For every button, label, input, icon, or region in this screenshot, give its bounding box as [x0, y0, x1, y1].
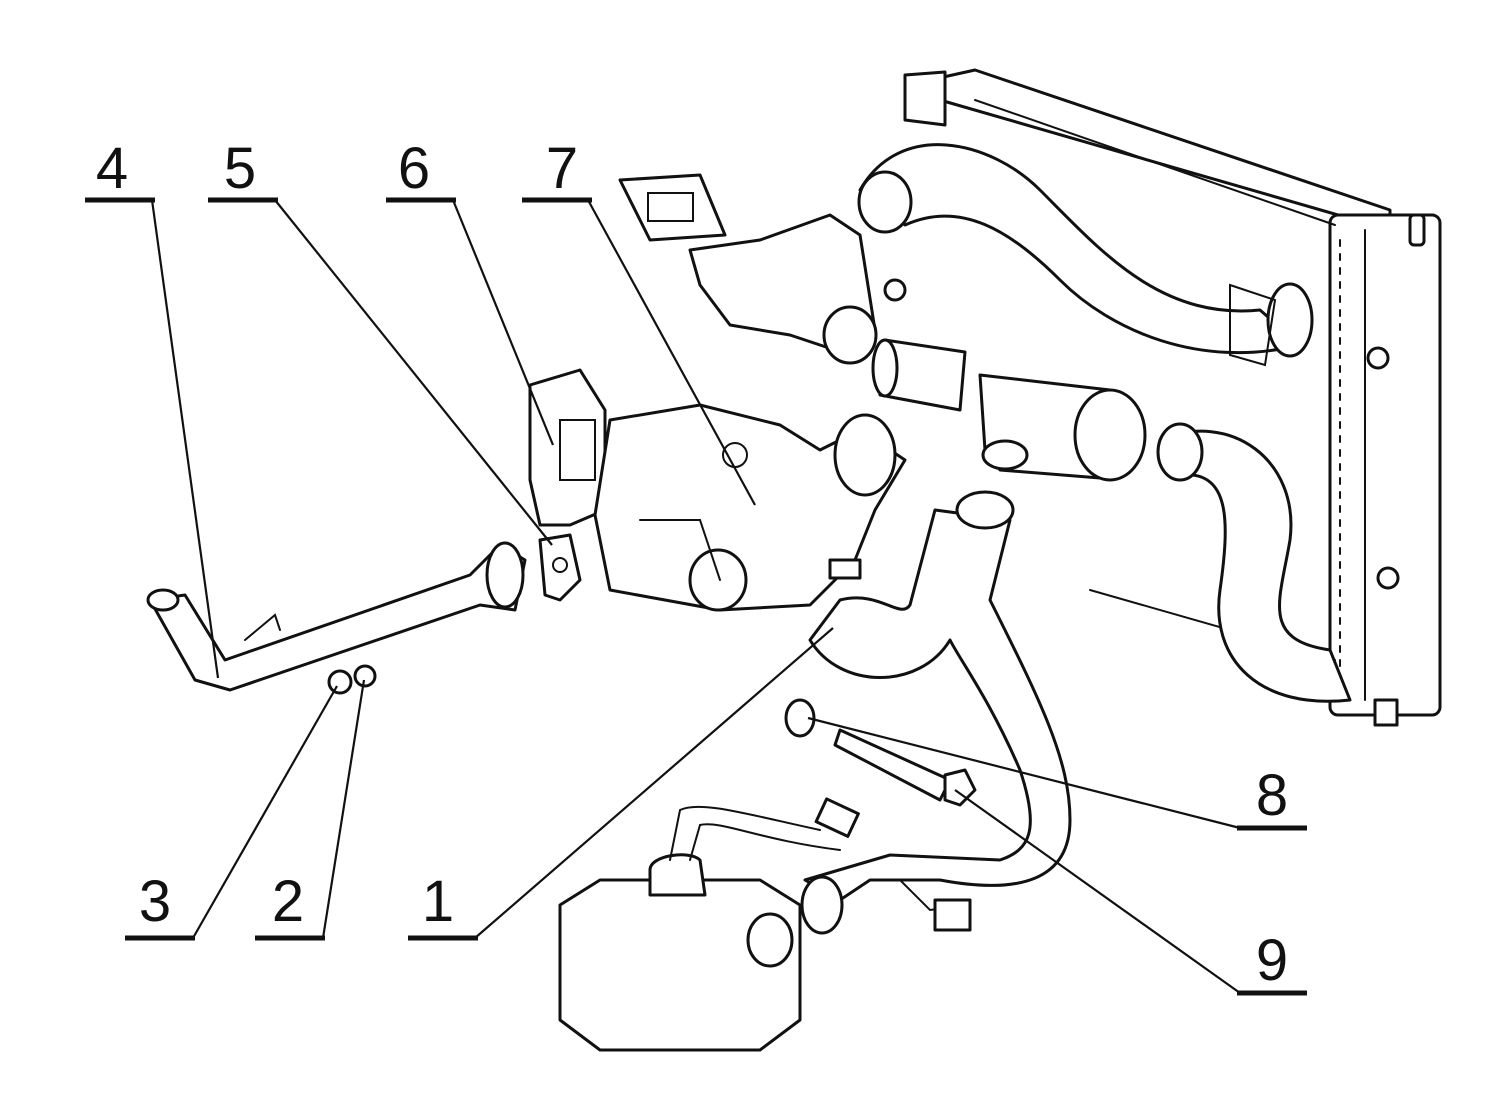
- thermostat-housing: [618, 173, 907, 365]
- leader-6: [451, 199, 555, 446]
- callout-label-7: 7: [546, 136, 578, 201]
- callout-7: 7: [522, 136, 592, 203]
- leader-7: [587, 199, 756, 506]
- leader-1: [474, 627, 834, 939]
- leader-4: [150, 199, 220, 679]
- radiator: [903, 68, 1442, 727]
- callout-label-3: 3: [139, 869, 171, 934]
- leader-8: [807, 716, 1241, 830]
- callout-1: 1: [408, 869, 478, 941]
- small-gasket: [538, 533, 582, 602]
- callout-label-6: 6: [398, 136, 430, 201]
- callout-label-5: 5: [224, 136, 256, 201]
- callout-label-2: 2: [272, 869, 304, 934]
- callout-4: 4: [85, 136, 155, 203]
- callout-label-4: 4: [96, 136, 128, 201]
- expansion-tank: [558, 797, 972, 1052]
- callout-label-9: 9: [1256, 928, 1288, 993]
- leader-9: [954, 789, 1241, 994]
- leader-lines: [150, 199, 1241, 994]
- callout-9: 9: [1237, 928, 1307, 996]
- y-branch-hose: [800, 490, 1072, 935]
- large-gasket: [528, 368, 607, 527]
- callout-label-8: 8: [1256, 763, 1288, 828]
- leader-3: [192, 685, 338, 939]
- callout-6: 6: [386, 136, 456, 203]
- pump-housing: [593, 403, 907, 612]
- lower-radiator-hose: [1156, 422, 1352, 703]
- upper-radiator-hose: [857, 143, 1314, 367]
- seal-and-bolt: [784, 698, 977, 807]
- leader-2: [321, 679, 366, 939]
- callout-2: 2: [255, 869, 325, 941]
- callout-3: 3: [125, 869, 195, 941]
- nut-and-washer: [327, 664, 377, 695]
- callout-8: 8: [1237, 763, 1307, 831]
- callout-5: 5: [208, 136, 278, 203]
- thermostat-pipe: [871, 338, 1147, 482]
- coolant-outlet-pipe: [146, 541, 527, 692]
- callout-label-1: 1: [422, 869, 454, 934]
- leader-5: [274, 199, 553, 546]
